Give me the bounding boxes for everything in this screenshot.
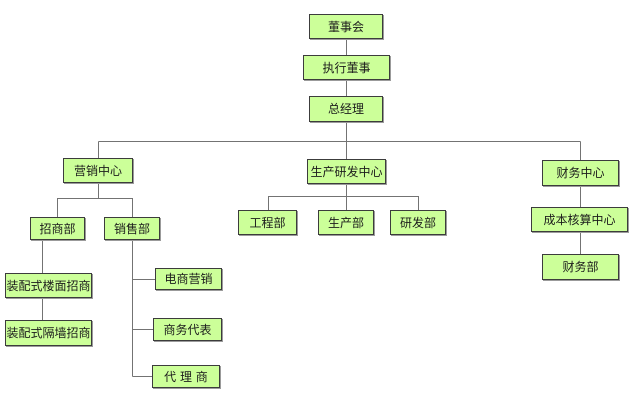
org-node-finance-dept: 财务部 (542, 254, 619, 280)
org-node-finance-center: 财务中心 (542, 160, 619, 186)
org-node-sales-dept: 销售部 (104, 217, 160, 240)
org-node-production-rd-center: 生产研发中心 (307, 159, 386, 184)
org-node-prefab-floor-investment: 装配式楼面招商 (5, 273, 92, 298)
connector-group (42, 39, 581, 377)
org-node-marketing-center: 营销中心 (63, 158, 133, 183)
org-node-executive-director: 执行董事 (303, 55, 390, 80)
org-node-agent: 代 理 商 (152, 365, 220, 388)
org-node-production-dept: 生产部 (318, 210, 374, 235)
org-node-engineering-dept: 工程部 (238, 210, 297, 235)
org-node-rd-dept: 研发部 (390, 210, 446, 235)
org-node-prefab-partition-investment: 装配式隔墙招商 (5, 320, 92, 346)
connector-marketing-children (57, 183, 133, 218)
org-node-general-manager: 总经理 (309, 96, 383, 122)
org-node-investment-dept: 招商部 (30, 217, 85, 240)
org-node-ecommerce-marketing: 电商营销 (155, 268, 222, 290)
org-node-board: 董事会 (309, 14, 383, 39)
connector-sales-children (132, 240, 156, 377)
connector-prodrd-children (268, 184, 419, 211)
org-node-cost-accounting-center: 成本核算中心 (531, 207, 628, 232)
connector-gm-bus (98, 141, 581, 161)
org-node-business-representative: 商务代表 (153, 318, 222, 341)
